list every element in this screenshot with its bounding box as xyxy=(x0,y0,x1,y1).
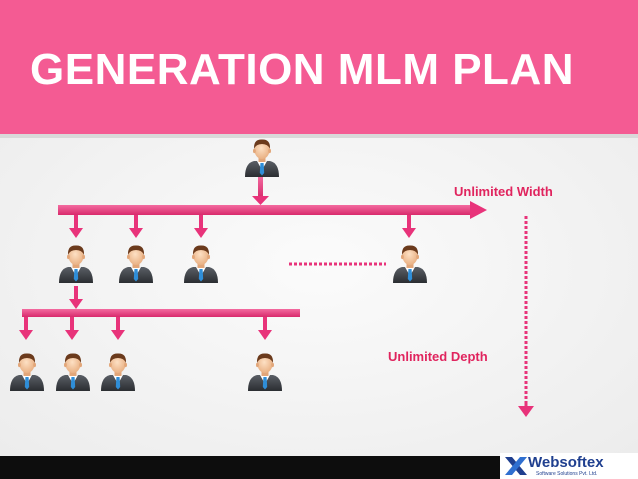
root-member-icon xyxy=(245,139,279,177)
x-logo-icon xyxy=(505,457,527,475)
level2-bar xyxy=(22,309,300,317)
header-divider xyxy=(0,134,638,138)
depth-arrowhead xyxy=(518,406,534,417)
level2-member-icon xyxy=(56,353,90,391)
level2-stem-arrowhead xyxy=(69,299,83,309)
root-arrowhead xyxy=(252,196,269,205)
footer-bar xyxy=(0,456,638,479)
level2-member-icon xyxy=(248,353,282,391)
page-title: GENERATION MLM PLAN xyxy=(30,45,574,94)
level2-member-icon xyxy=(10,353,44,391)
width-bar xyxy=(58,205,470,215)
level1-member-icon xyxy=(119,245,153,283)
unlimited-width-label: Unlimited Width xyxy=(454,184,553,199)
unlimited-depth-label: Unlimited Depth xyxy=(388,349,488,364)
company-logo: Websoftex Software Solutions Pvt. Ltd. xyxy=(500,453,638,479)
root-connector xyxy=(258,176,263,198)
depth-connector xyxy=(524,402,528,408)
level1-member-icon xyxy=(184,245,218,283)
diagram-background xyxy=(0,138,638,456)
level2-stem xyxy=(74,286,78,301)
width-arrowhead xyxy=(470,201,487,219)
level2-member-icon xyxy=(101,353,135,391)
level1-connectors xyxy=(69,215,416,238)
level2-connectors xyxy=(19,317,272,340)
header-banner xyxy=(0,0,638,134)
level1-member-icon xyxy=(393,245,427,283)
logo-name: Websoftex xyxy=(528,454,604,471)
logo-tagline: Software Solutions Pvt. Ltd. xyxy=(536,471,598,477)
level1-member-icon xyxy=(59,245,93,283)
